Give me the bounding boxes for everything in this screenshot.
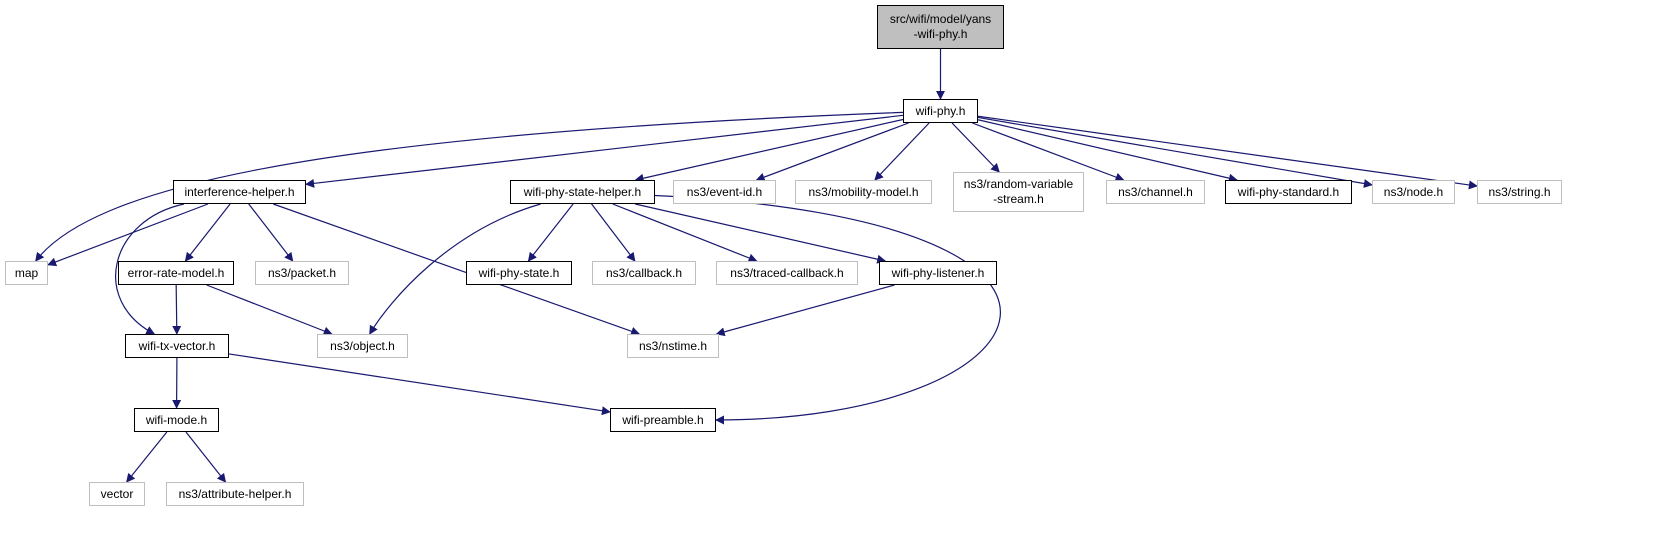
edge-txvector-to-preamble bbox=[228, 353, 611, 416]
edge-wifiphy-to-standard bbox=[977, 119, 1238, 183]
node-nstime: ns3/nstime.h bbox=[627, 334, 719, 358]
edge-statehelper-to-callback bbox=[591, 203, 636, 262]
edge-mode-to-vector bbox=[126, 431, 168, 483]
edge-wifiphy-to-string bbox=[977, 115, 1478, 190]
node-yans: src/wifi/model/yans -wifi-phy.h bbox=[877, 5, 1004, 49]
node-channel: ns3/channel.h bbox=[1106, 180, 1205, 204]
edge-listener-to-nstime bbox=[715, 284, 895, 337]
node-mobility: ns3/mobility-model.h bbox=[795, 180, 932, 204]
node-callback: ns3/callback.h bbox=[592, 261, 696, 285]
node-node: ns3/node.h bbox=[1372, 180, 1455, 204]
edge-wifiphy-to-eventid bbox=[755, 122, 909, 182]
node-standard[interactable]: wifi-phy-standard.h bbox=[1225, 180, 1352, 204]
edge-wifiphy-to-map bbox=[35, 111, 904, 262]
edge-wifiphy-to-statehelper bbox=[634, 118, 904, 183]
edge-statehelper-to-traced bbox=[612, 203, 758, 263]
node-interference[interactable]: interference-helper.h bbox=[173, 180, 306, 204]
edge-wifiphy-to-node bbox=[977, 116, 1373, 188]
node-string: ns3/string.h bbox=[1477, 180, 1562, 204]
node-eventid: ns3/event-id.h bbox=[673, 180, 776, 204]
node-listener[interactable]: wifi-phy-listener.h bbox=[879, 261, 997, 285]
edge-interference-to-packet bbox=[248, 203, 294, 262]
edge-interference-to-errorrate bbox=[184, 203, 231, 262]
edge-wifiphy-to-interference bbox=[305, 114, 904, 188]
node-attrhelper: ns3/attribute-helper.h bbox=[166, 482, 304, 506]
node-vector: vector bbox=[89, 482, 145, 506]
edge-interference-to-txvector bbox=[115, 203, 185, 335]
edge-interference-to-map bbox=[47, 203, 209, 267]
node-phystate[interactable]: wifi-phy-state.h bbox=[466, 261, 572, 285]
edge-statehelper-to-listener bbox=[635, 203, 887, 264]
node-wifiphy[interactable]: wifi-phy.h bbox=[903, 99, 978, 123]
node-preamble[interactable]: wifi-preamble.h bbox=[610, 408, 716, 432]
edge-wifiphy-to-randomvar bbox=[951, 122, 1000, 173]
edge-interference-to-nstime bbox=[273, 203, 641, 336]
edge-statehelper-to-phystate bbox=[527, 203, 574, 262]
node-mode[interactable]: wifi-mode.h bbox=[134, 408, 219, 432]
edge-mode-to-attrhelper bbox=[185, 431, 227, 483]
node-txvector[interactable]: wifi-tx-vector.h bbox=[125, 334, 229, 358]
node-errorrate[interactable]: error-rate-model.h bbox=[118, 261, 234, 285]
node-randomvar: ns3/random-variable -stream.h bbox=[953, 172, 1084, 212]
edge-wifiphy-to-mobility bbox=[874, 122, 930, 181]
node-traced: ns3/traced-callback.h bbox=[716, 261, 858, 285]
edge-statehelper-to-preamble bbox=[654, 194, 1001, 425]
edge-errorrate-to-object bbox=[206, 284, 333, 336]
node-object: ns3/object.h bbox=[317, 334, 408, 358]
edge-wifiphy-to-channel bbox=[972, 122, 1125, 182]
node-map: map bbox=[5, 261, 48, 285]
edge-statehelper-to-object bbox=[369, 203, 541, 335]
edge-errorrate-to-txvector bbox=[172, 284, 182, 335]
node-packet: ns3/packet.h bbox=[255, 261, 349, 285]
node-statehelper[interactable]: wifi-phy-state-helper.h bbox=[510, 180, 655, 204]
